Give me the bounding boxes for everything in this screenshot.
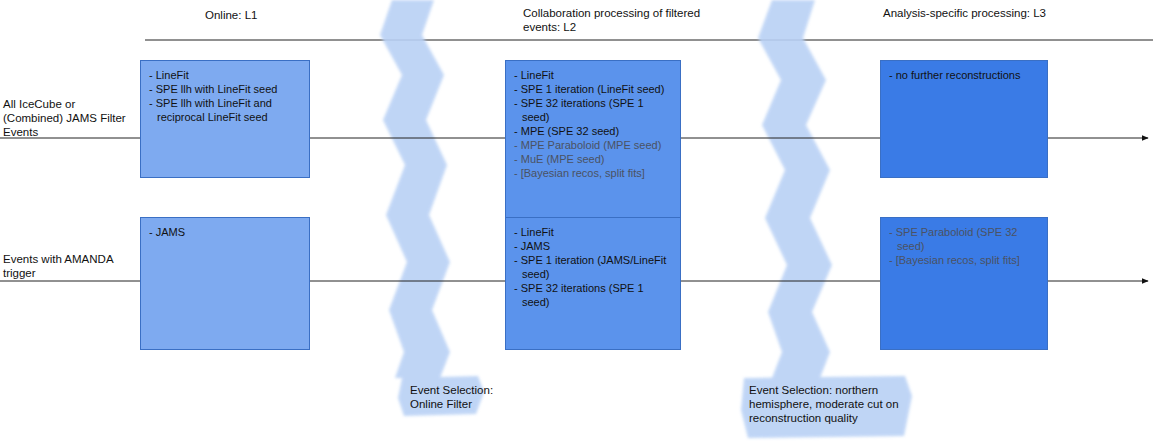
reconstruction-item: - JAMS bbox=[514, 239, 672, 253]
process-box: - LineFit- SPE llh with LineFit seed- SP… bbox=[140, 60, 310, 178]
flow-line bbox=[681, 138, 880, 139]
reconstruction-item: - SPE Paraboloid (SPE 32 seed) bbox=[889, 225, 1039, 253]
header-rule bbox=[145, 40, 1153, 41]
reconstruction-item: - SPE 32 iterations (SPE 1 seed) bbox=[514, 281, 672, 309]
reconstruction-item: - no further reconstructions bbox=[889, 68, 1039, 82]
reconstruction-item: - MPE Paraboloid (MPE seed) bbox=[514, 138, 672, 152]
column-heading: Collaboration processing of filtered eve… bbox=[523, 6, 723, 34]
reconstruction-item: - SPE 1 iteration (LineFit seed) bbox=[514, 82, 672, 96]
row-label: All IceCube or (Combined) JAMS Filter Ev… bbox=[3, 97, 135, 139]
reconstruction-item: - SPE llh with LineFit and reciprocal Li… bbox=[149, 96, 301, 124]
reconstruction-item: - SPE 1 iteration (JAMS/LineFit seed) bbox=[514, 253, 672, 281]
wavy-band bbox=[380, 0, 450, 378]
flow-line bbox=[681, 281, 880, 282]
reconstruction-item: - MPE (SPE 32 seed) bbox=[514, 124, 672, 138]
reconstruction-item: - [Bayesian recos, split fits] bbox=[514, 166, 672, 180]
flow-arrow bbox=[1045, 138, 1148, 139]
process-box: - LineFit- JAMS- SPE 1 iteration (JAMS/L… bbox=[505, 217, 681, 350]
selection-note: Event Selection: northern hemisphere, mo… bbox=[749, 383, 919, 425]
flow-line bbox=[310, 138, 505, 139]
wavy-band bbox=[758, 0, 832, 378]
process-box: - SPE Paraboloid (SPE 32 seed)- [Bayesia… bbox=[880, 217, 1048, 350]
selection-note: Event Selection: Online Filter bbox=[410, 383, 520, 411]
reconstruction-item: - LineFit bbox=[149, 68, 301, 82]
process-box: - LineFit- SPE 1 iteration (LineFit seed… bbox=[505, 60, 681, 230]
reconstruction-item: - SPE llh with LineFit seed bbox=[149, 82, 301, 96]
flow-line bbox=[310, 281, 505, 282]
column-heading: Analysis-specific processing: L3 bbox=[883, 6, 1058, 20]
reconstruction-item: - MuE (MPE seed) bbox=[514, 152, 672, 166]
process-box: - no further reconstructions bbox=[880, 60, 1048, 178]
column-heading: Online: L1 bbox=[205, 8, 365, 22]
flow-arrow bbox=[1045, 281, 1148, 282]
reconstruction-item: - [Bayesian recos, split fits] bbox=[889, 253, 1039, 267]
process-box: - JAMS bbox=[140, 217, 310, 350]
reconstruction-item: - LineFit bbox=[514, 68, 672, 82]
reconstruction-item: - LineFit bbox=[514, 225, 672, 239]
row-label: Events with AMANDA trigger bbox=[3, 252, 135, 280]
reconstruction-item: - SPE 32 iterations (SPE 1 seed) bbox=[514, 96, 672, 124]
reconstruction-item: - JAMS bbox=[149, 225, 301, 239]
flow-line bbox=[0, 281, 145, 282]
